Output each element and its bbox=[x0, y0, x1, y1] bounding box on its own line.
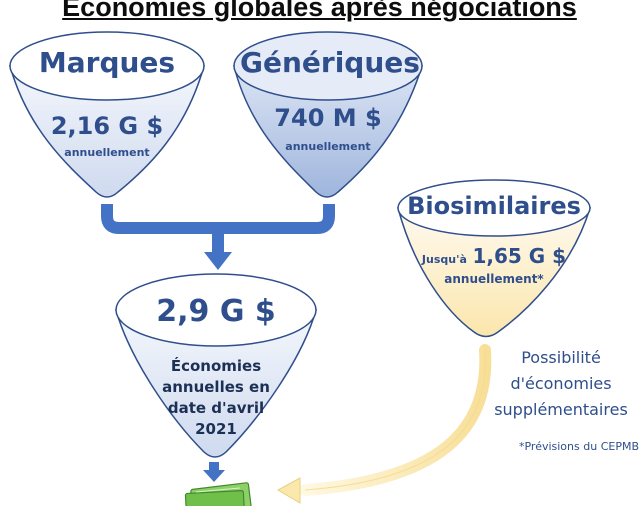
funnel-total-line2: annuelles en bbox=[162, 378, 270, 396]
funnel-generiques bbox=[233, 31, 424, 198]
funnel-biosimilaires-value-row: Jusqu'à 1,65 G $ bbox=[404, 244, 584, 268]
funnel-generiques-period: annuellement bbox=[285, 140, 371, 153]
funnel-marques-value: 2,16 G $ bbox=[50, 112, 164, 140]
possible-line2: d'économies bbox=[510, 374, 612, 393]
down-arrow-1 bbox=[204, 252, 232, 270]
funnel-total-line4: 2021 bbox=[195, 420, 237, 438]
page-title: Économies globales après négociations bbox=[62, 0, 577, 22]
curved-arrow-head bbox=[276, 477, 301, 504]
possible-line1: Possibilité bbox=[521, 348, 601, 367]
money-icon bbox=[184, 482, 252, 506]
down-arrow-2 bbox=[203, 470, 225, 482]
funnel-total-value: 2,9 G $ bbox=[156, 294, 276, 329]
funnel-biosimilaires-value: 1,65 G $ bbox=[472, 244, 567, 268]
funnel-marques bbox=[9, 31, 205, 198]
funnel-biosimilaires-period: annuellement* bbox=[444, 272, 544, 286]
possible-line3: supplémentaires bbox=[494, 400, 628, 419]
funnel-biosimilaires bbox=[397, 179, 592, 338]
footnote: *Prévisions du CEPMB bbox=[518, 440, 639, 453]
funnel-total bbox=[115, 273, 317, 458]
funnel-generiques-value: 740 M $ bbox=[274, 104, 382, 132]
funnel-marques-label: Marques bbox=[38, 46, 176, 79]
merge-connector bbox=[101, 204, 335, 234]
funnel-total-line1: Économies bbox=[170, 357, 262, 375]
curved-arrow bbox=[299, 344, 492, 496]
funnel-total-line3: date d'avril bbox=[167, 399, 265, 417]
funnel-marques-period: annuellement bbox=[64, 146, 150, 159]
funnel-biosimilaires-prefix: Jusqu'à bbox=[421, 253, 467, 266]
funnel-biosimilaires-label: Biosimilaires bbox=[407, 192, 581, 220]
funnel-generiques-label: Génériques bbox=[240, 46, 420, 79]
